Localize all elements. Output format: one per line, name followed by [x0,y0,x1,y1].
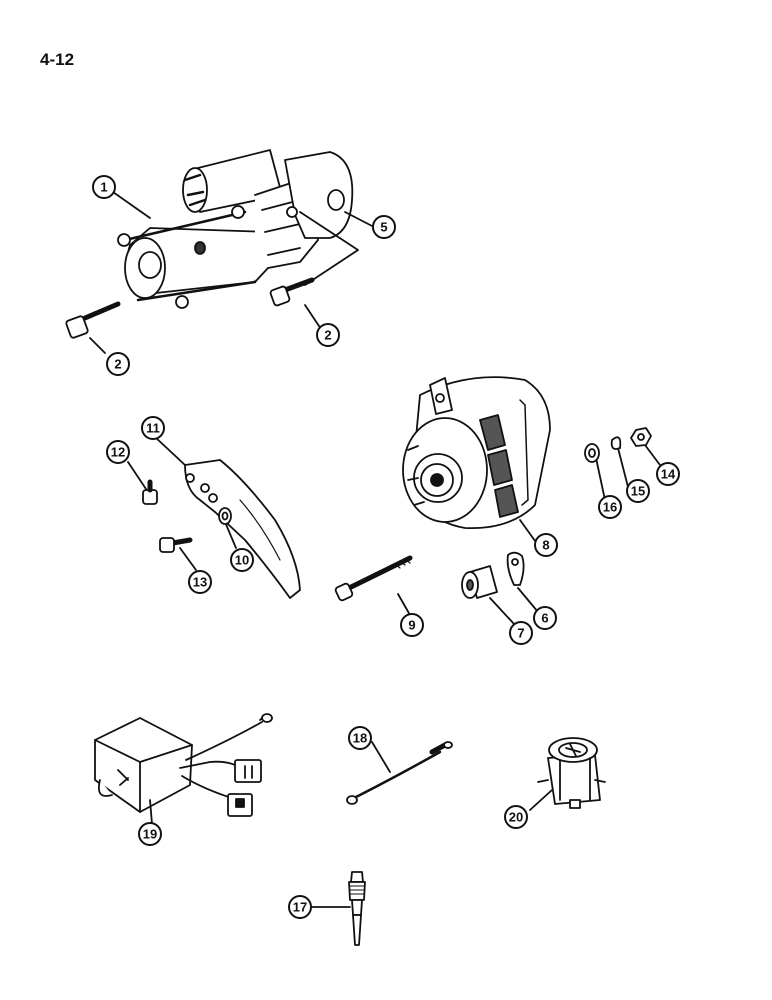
callout-20: 20 [504,805,528,829]
svg-text:10: 10 [235,553,249,568]
callout-18: 18 [348,726,372,750]
svg-text:2: 2 [324,328,331,343]
callout-17: 17 [288,895,312,919]
controller-module-icon [94,713,273,817]
long-bolt-icon [334,555,413,602]
callout-8: 8 [534,533,558,557]
svg-text:5: 5 [380,220,387,235]
svg-text:17: 17 [293,900,307,915]
callout-9: 9 [400,613,424,637]
callout-12: 12 [106,440,130,464]
svg-text:19: 19 [143,827,157,842]
nut-icon [610,427,652,450]
svg-text:15: 15 [631,484,645,499]
callout-11: 11 [141,416,165,440]
svg-text:18: 18 [353,731,367,746]
callout-5: 5 [372,215,396,239]
callout-16: 16 [598,495,622,519]
svg-text:9: 9 [408,618,415,633]
svg-text:8: 8 [542,538,549,553]
mounting-flange-icon [284,151,354,239]
callout-2: 2 [316,323,340,347]
svg-text:11: 11 [146,421,160,436]
callout-6: 6 [533,606,557,630]
svg-text:14: 14 [661,467,676,482]
svg-text:12: 12 [111,445,125,460]
callout-14: 14 [656,462,680,486]
callout-1: 1 [92,175,116,199]
bolt-icon [65,277,315,339]
callout-13: 13 [188,570,212,594]
svg-text:20: 20 [509,810,523,825]
svg-text:1: 1 [100,180,107,195]
page-number: 4-12 [40,50,75,69]
alternator-icon [402,376,551,530]
svg-text:7: 7 [517,626,524,641]
bolt-icon [142,479,193,553]
washer-icon [218,507,232,525]
spacer-icon [461,565,498,599]
svg-text:13: 13 [193,575,207,590]
glow-plug-icon [348,871,366,946]
solenoid-icon [537,737,606,809]
washer-icon [584,443,600,463]
callout-10: 10 [230,548,254,572]
svg-text:2: 2 [114,357,121,372]
callout-19: 19 [138,822,162,846]
callout-15: 15 [626,479,650,503]
ground-cable-icon [346,741,453,805]
svg-text:16: 16 [603,500,617,515]
callout-2: 2 [106,352,130,376]
svg-text:6: 6 [541,611,548,626]
ring-terminal-icon [506,551,525,586]
adjusting-bracket-icon [184,459,301,599]
callout-7: 7 [509,621,533,645]
